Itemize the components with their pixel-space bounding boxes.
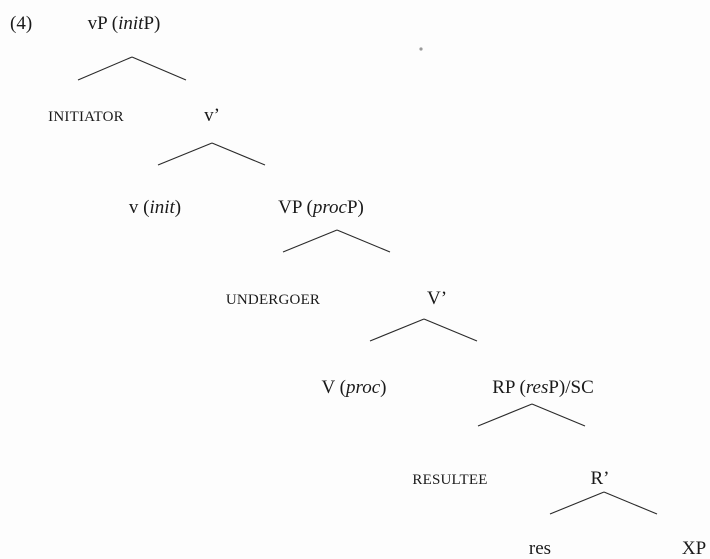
node-label-Rbar: R’ — [591, 468, 610, 489]
node-label-v: v (init) — [129, 197, 181, 218]
node-label-part: P)/SC — [548, 377, 593, 398]
branch-VP-to-undergoer — [282, 229, 338, 253]
node-label-part: init — [149, 197, 175, 218]
branch-RP-to-Rbar — [531, 403, 586, 427]
branch-VP-to-Vbar — [336, 229, 391, 253]
node-label-XP: XP — [682, 538, 706, 559]
node-label-res: res — [529, 538, 551, 559]
node-label-Vbar: V’ — [427, 288, 447, 309]
branch-Rbar-to-XP — [603, 491, 658, 515]
node-label-part: proc — [344, 377, 381, 398]
node-label-VP: VP (procP) — [278, 197, 364, 218]
node-label-part: proc — [311, 197, 348, 218]
node-label-part: UNDERGOER — [226, 292, 320, 308]
branch-vP-to-initiator — [77, 56, 133, 81]
branch-Vbar-to-V — [369, 318, 425, 342]
node-label-part: V’ — [427, 288, 447, 309]
node-label-part: P) — [143, 13, 160, 34]
node-label-vbar: v’ — [204, 105, 220, 126]
node-label-part: res — [529, 538, 551, 559]
node-label-vP: vP (initP) — [88, 13, 161, 34]
node-label-part: init — [118, 13, 144, 34]
node-label-part: INITIATOR — [48, 109, 124, 125]
node-label-part: V ( — [322, 377, 346, 398]
node-label-RP: RP (resP)/SC — [492, 377, 594, 398]
branch-Rbar-to-res — [549, 491, 605, 515]
node-label-part: res — [526, 377, 549, 398]
branch-vbar-to-v — [157, 142, 213, 166]
node-label-part: RP ( — [492, 377, 526, 398]
branch-Vbar-to-RP — [423, 318, 478, 342]
branch-RP-to-resultee — [477, 403, 533, 427]
branch-vbar-to-VP — [211, 142, 266, 166]
scan-speck — [419, 47, 423, 51]
node-label-part: R’ — [591, 468, 610, 489]
node-label-part: ) — [380, 377, 386, 398]
node-label-part: VP ( — [278, 197, 313, 218]
node-label-part: XP — [682, 538, 706, 559]
example-number: (4) — [10, 13, 32, 34]
node-label-part: P) — [347, 197, 364, 218]
node-label-part: RESULTEE — [412, 472, 487, 488]
node-label-initiator: INITIATOR — [48, 109, 124, 125]
tree-branches — [77, 56, 658, 515]
branch-vP-to-vbar — [131, 56, 187, 81]
node-label-part: vP ( — [88, 13, 118, 34]
node-label-undergoer: UNDERGOER — [226, 292, 320, 308]
node-label-part: v’ — [204, 105, 220, 126]
node-label-V: V (proc) — [322, 377, 387, 398]
node-label-part: ) — [175, 197, 181, 218]
node-label-resultee: RESULTEE — [412, 472, 487, 488]
node-label-part: v ( — [129, 197, 150, 218]
